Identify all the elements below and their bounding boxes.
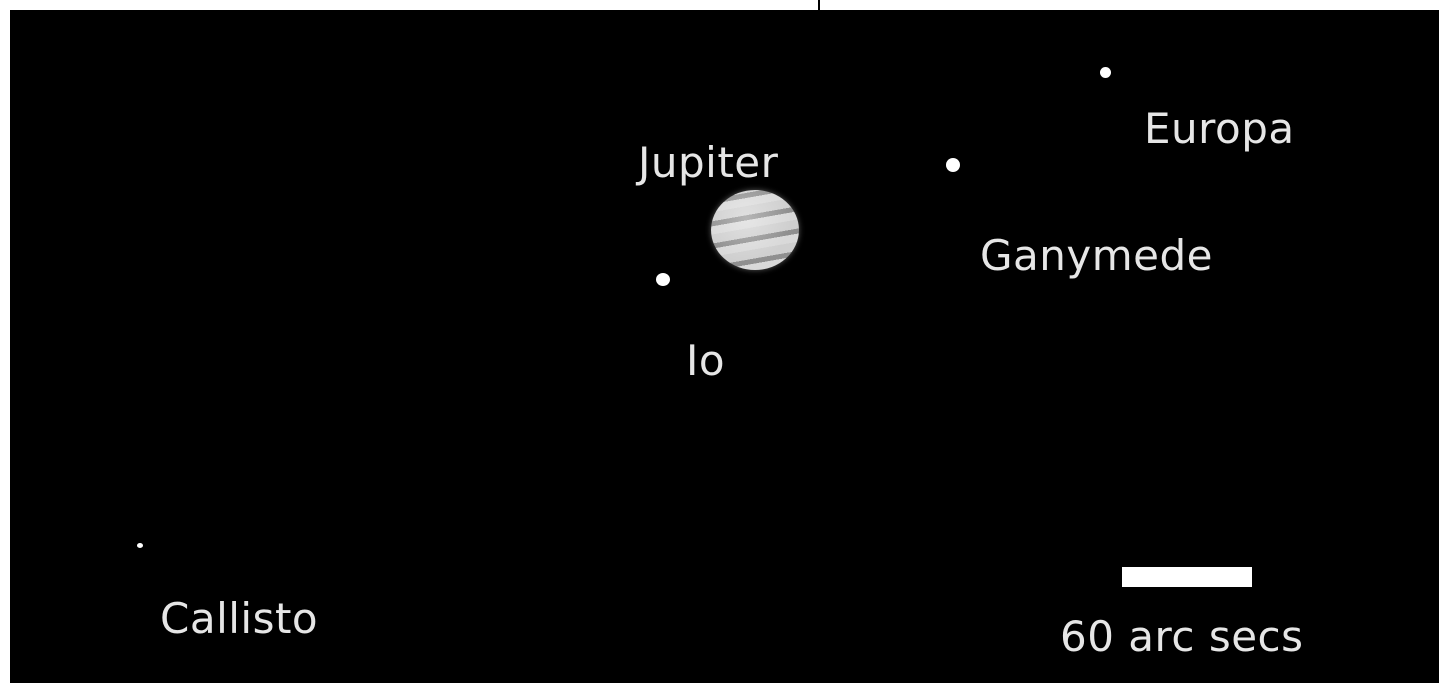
scale-bar	[1122, 567, 1252, 587]
telescope-image: Jupiter Io Ganymede Europa Callisto 60 a…	[10, 10, 1439, 683]
callisto-moon	[137, 543, 143, 548]
jupiter-label: Jupiter	[638, 138, 779, 187]
scale-label: 60 arc secs	[1060, 612, 1304, 661]
io-moon	[656, 273, 670, 286]
jupiter-planet	[711, 190, 799, 270]
ganymede-label: Ganymede	[980, 231, 1214, 280]
ganymede-moon	[946, 158, 960, 172]
frame-tick	[818, 0, 820, 10]
io-label: Io	[686, 336, 726, 385]
europa-label: Europa	[1144, 104, 1295, 153]
callisto-label: Callisto	[160, 594, 319, 643]
europa-moon	[1100, 67, 1111, 78]
